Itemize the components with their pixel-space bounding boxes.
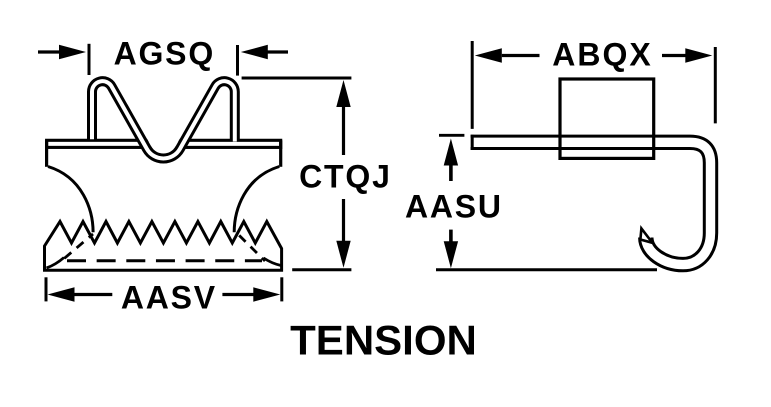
svg-text:AASV: AASV	[121, 280, 217, 316]
svg-text:ABQX: ABQX	[552, 37, 652, 73]
svg-text:AASU: AASU	[405, 189, 503, 225]
svg-text:AGSQ: AGSQ	[114, 35, 215, 71]
svg-text:CTQJ: CTQJ	[299, 159, 392, 195]
svg-text:TENSION: TENSION	[290, 317, 477, 364]
